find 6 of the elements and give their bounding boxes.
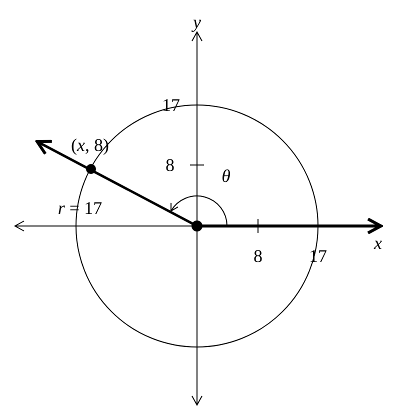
axis-label: y	[193, 12, 201, 32]
axis-label: x	[374, 233, 382, 253]
tick-label: 8	[254, 246, 262, 266]
point-label: (x, 8)	[71, 135, 109, 155]
angle-label: θ	[222, 166, 230, 186]
tick-label: 8	[166, 155, 174, 175]
